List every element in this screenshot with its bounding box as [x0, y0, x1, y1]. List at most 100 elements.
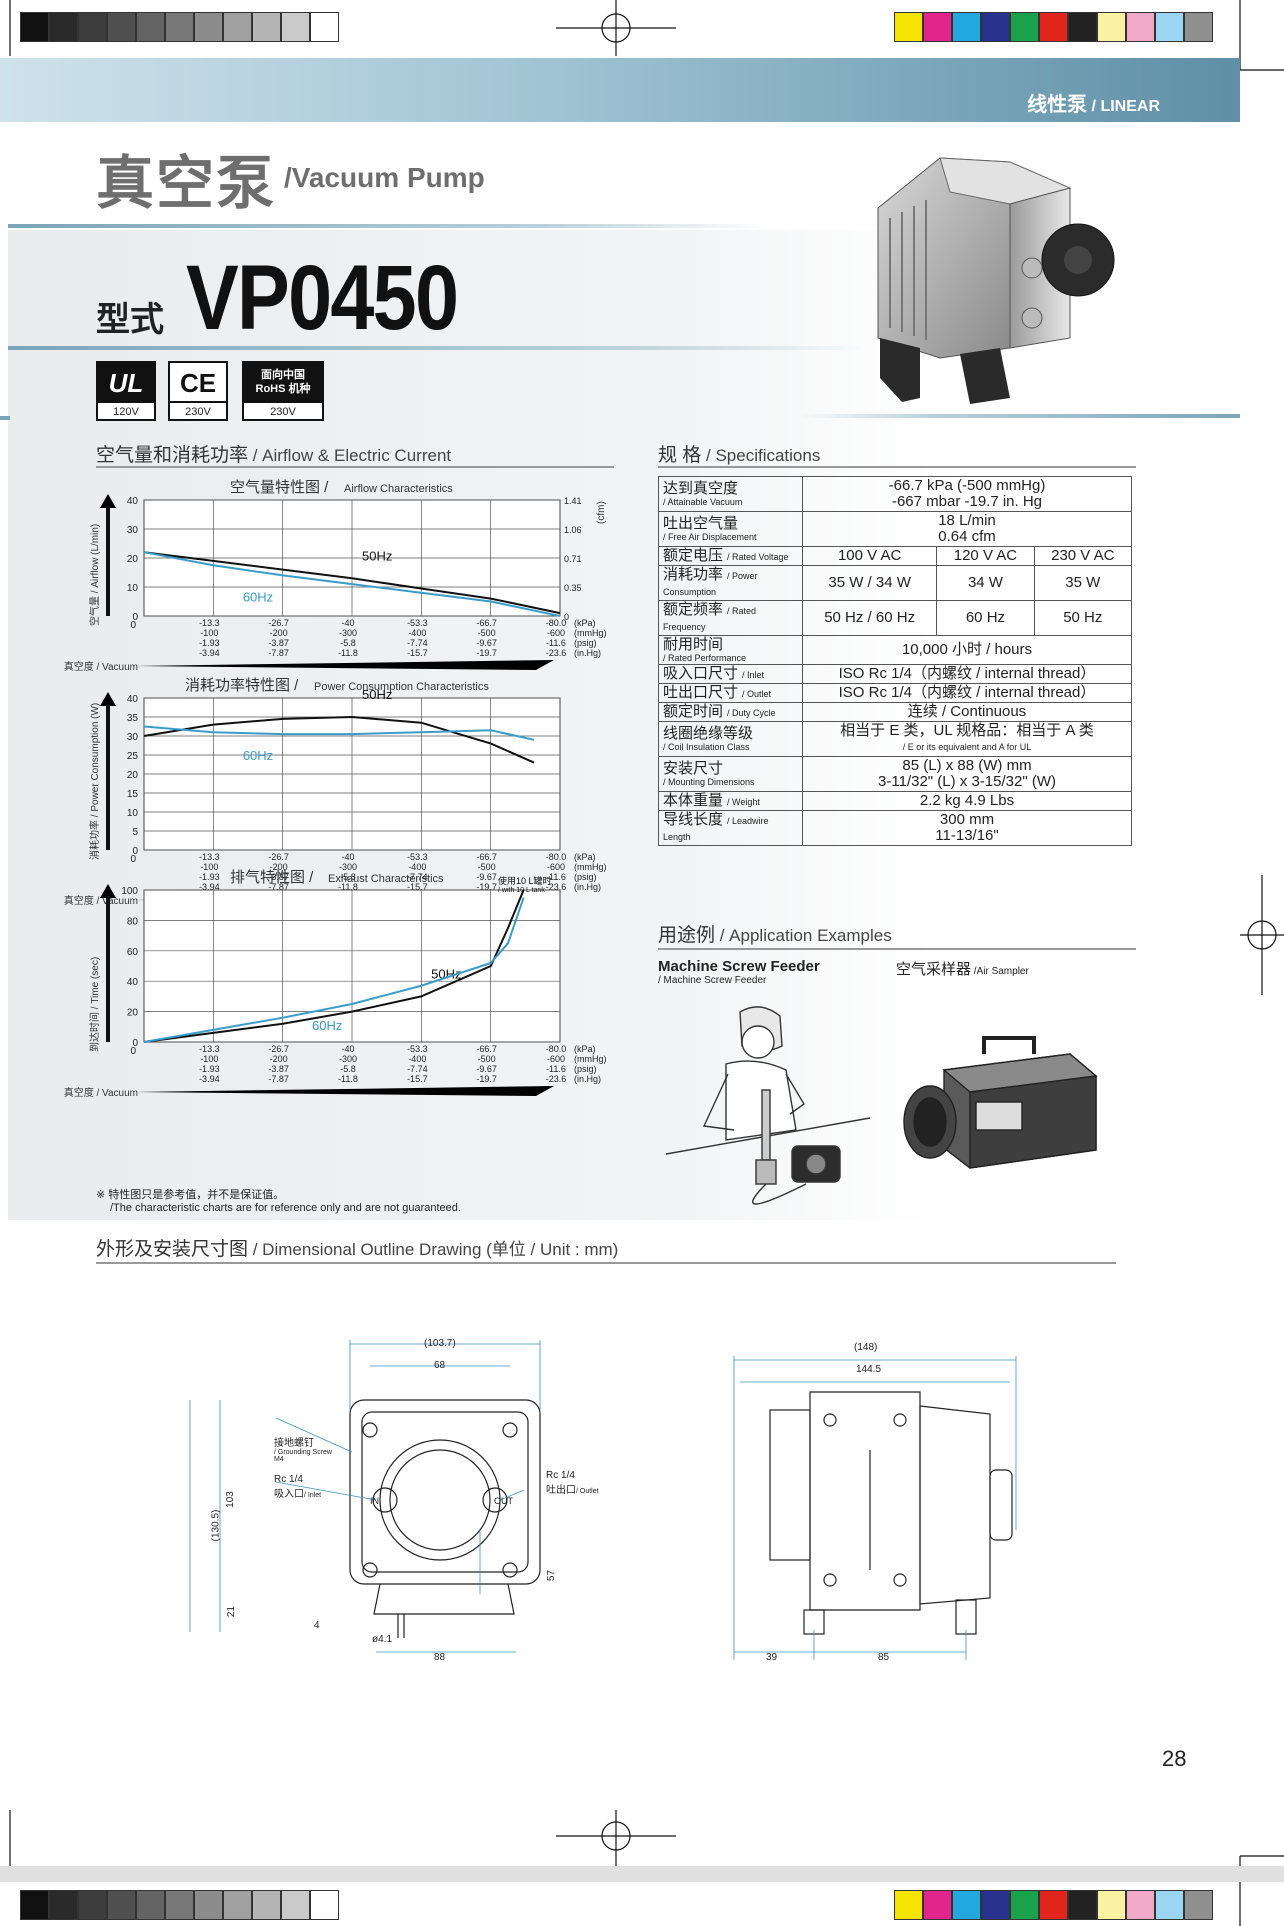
x-tick-label: -66.7 [476, 618, 497, 628]
registration-swatch [165, 1890, 194, 1920]
series-label: 60Hz [243, 589, 273, 604]
x-tick-label: -600 [547, 628, 565, 638]
right-rule [800, 414, 1240, 418]
spec-label: 额定电压 [663, 547, 724, 564]
model-label: 型式 [96, 301, 164, 339]
registration-swatch [1155, 12, 1184, 42]
y-axis-label: 消耗功率 / Power Consumption (W) [88, 703, 101, 860]
x-tick-label: -500 [478, 862, 496, 872]
chart-title-en: Exhaust Characteristics [328, 873, 444, 885]
screw-feeder-illustration [666, 1006, 871, 1205]
spec-value-2: 11-13/16" [935, 827, 999, 844]
front-base-width: 88 [434, 1652, 446, 1663]
x-tick-label: -5.8 [340, 872, 356, 882]
out-port-mark: OUT [494, 1496, 513, 1506]
spec-value: 120 V AC [936, 546, 1035, 566]
series-line-60Hz [143, 725, 535, 741]
spec-value: 60 Hz [936, 600, 1035, 636]
ce-cert-badge: CE 230V [168, 361, 228, 421]
x-tick-label: -100 [200, 628, 218, 638]
x-tick-label: -200 [270, 862, 288, 872]
mount-hole-diameter: ø4.1 [372, 1634, 393, 1645]
y-tick-label: 15 [127, 789, 139, 800]
chart-footnote: ※ 特性图只是参考值，并不是保证值。 /The characteristic c… [96, 1189, 461, 1214]
spec-label: 达到真空度 [663, 480, 739, 497]
spec-label: 吸入口尺寸 [663, 665, 739, 682]
spec-value: 50 Hz / 60 Hz [801, 600, 938, 636]
series-line-60Hz [143, 897, 525, 1043]
y-tick-label: 60 [127, 947, 139, 958]
spec-label-en: / Rated Frequency [663, 606, 757, 632]
x-tick-label: -400 [408, 628, 426, 638]
x-tick-label: -53.3 [407, 1044, 428, 1054]
x-tick-label: -19.7 [476, 882, 497, 892]
registration-swatch [223, 12, 252, 42]
registration-swatch [1184, 12, 1213, 42]
y-tick-label: 10 [127, 808, 139, 819]
ul-cert-badge: UL 120V [96, 361, 156, 421]
x-tick-label: -100 [200, 1054, 218, 1064]
spec-value: 34 W [936, 565, 1035, 601]
x-tick-label: -3.94 [199, 648, 220, 658]
x-unit-label: (psig) [574, 638, 597, 648]
registration-swatch [223, 1890, 252, 1920]
front-foot-gap: 4 [314, 1620, 320, 1631]
x-tick-label: -23.6 [546, 1074, 567, 1084]
front-view-drawing [189, 1340, 541, 1653]
x-tick-label: -3.94 [199, 882, 220, 892]
side-view-drawing [733, 1356, 1017, 1660]
y-tick-label: 20 [127, 554, 139, 565]
bottom-gray-band [0, 1866, 1284, 1882]
series-label: 50Hz [431, 966, 461, 981]
x-tick-label: -11.6 [546, 1064, 566, 1074]
y2-tick-label: 0 [564, 612, 569, 622]
spec-value: ISO Rc 1/4（内螺纹 / internal thread） [838, 684, 1096, 701]
x-tick-label: -40 [341, 618, 354, 628]
spec-label-en: / Free Air Displacement [663, 532, 757, 542]
series-label: 60Hz [243, 748, 273, 763]
vacuum-label: 真空度 / Vacuum [64, 894, 138, 907]
y-tick-label: 40 [127, 694, 139, 705]
x-tick-label: -53.3 [407, 852, 428, 862]
x-unit-label: (psig) [574, 1064, 597, 1074]
registration-swatch [1097, 12, 1126, 42]
y-tick-label: 100 [121, 886, 138, 897]
registration-swatch [281, 1890, 310, 1920]
application-air-sampler: 空气采样器 /Air Sampler [896, 961, 1029, 978]
x-tick-label: -11.8 [338, 1074, 358, 1084]
registration-swatch [136, 1890, 165, 1920]
chart-title: 排气特性图 / [230, 869, 314, 886]
x-tick-label: -15.7 [407, 882, 428, 892]
page-title-zh: 真空泵 [96, 151, 277, 216]
x-tick-label: -66.7 [476, 1044, 497, 1054]
x-tick-label: -5.8 [340, 638, 356, 648]
registration-swatch [1039, 12, 1068, 42]
registration-swatch [1010, 1890, 1039, 1920]
y2-tick-label: 1.06 [564, 525, 582, 535]
x-tick-label: -500 [478, 628, 496, 638]
y-axis-label: 到达时间 / Time (sec) [88, 957, 101, 1052]
x-unit-label: (in.Hg) [574, 882, 601, 892]
spec-label-en: / Attainable Vacuum [663, 497, 743, 507]
y-tick-label: 35 [127, 713, 139, 724]
chart-title-en: Airflow Characteristics [344, 483, 453, 495]
y-axis-arrow [100, 494, 116, 508]
x-tick-label: -13.3 [199, 852, 220, 862]
spec-label-en: / Weight [727, 797, 760, 807]
series-label: 60Hz [312, 1018, 342, 1033]
series-line-50Hz [143, 889, 525, 1043]
x-tick-label: -7.87 [268, 882, 289, 892]
spec-label: 吐出空气量 [663, 515, 739, 532]
registration-swatch [194, 12, 223, 42]
spec-value-2: 0.64 cfm [938, 528, 996, 545]
spec-label-en: / Mounting Dimensions [663, 777, 755, 787]
registration-swatch [78, 1890, 107, 1920]
grounding-screw-label: 接地螺钉/ Grounding Screw M4 [274, 1438, 332, 1463]
air-sampler-illustration [903, 1036, 1098, 1169]
x-unit-label: (mmHg) [574, 862, 607, 872]
